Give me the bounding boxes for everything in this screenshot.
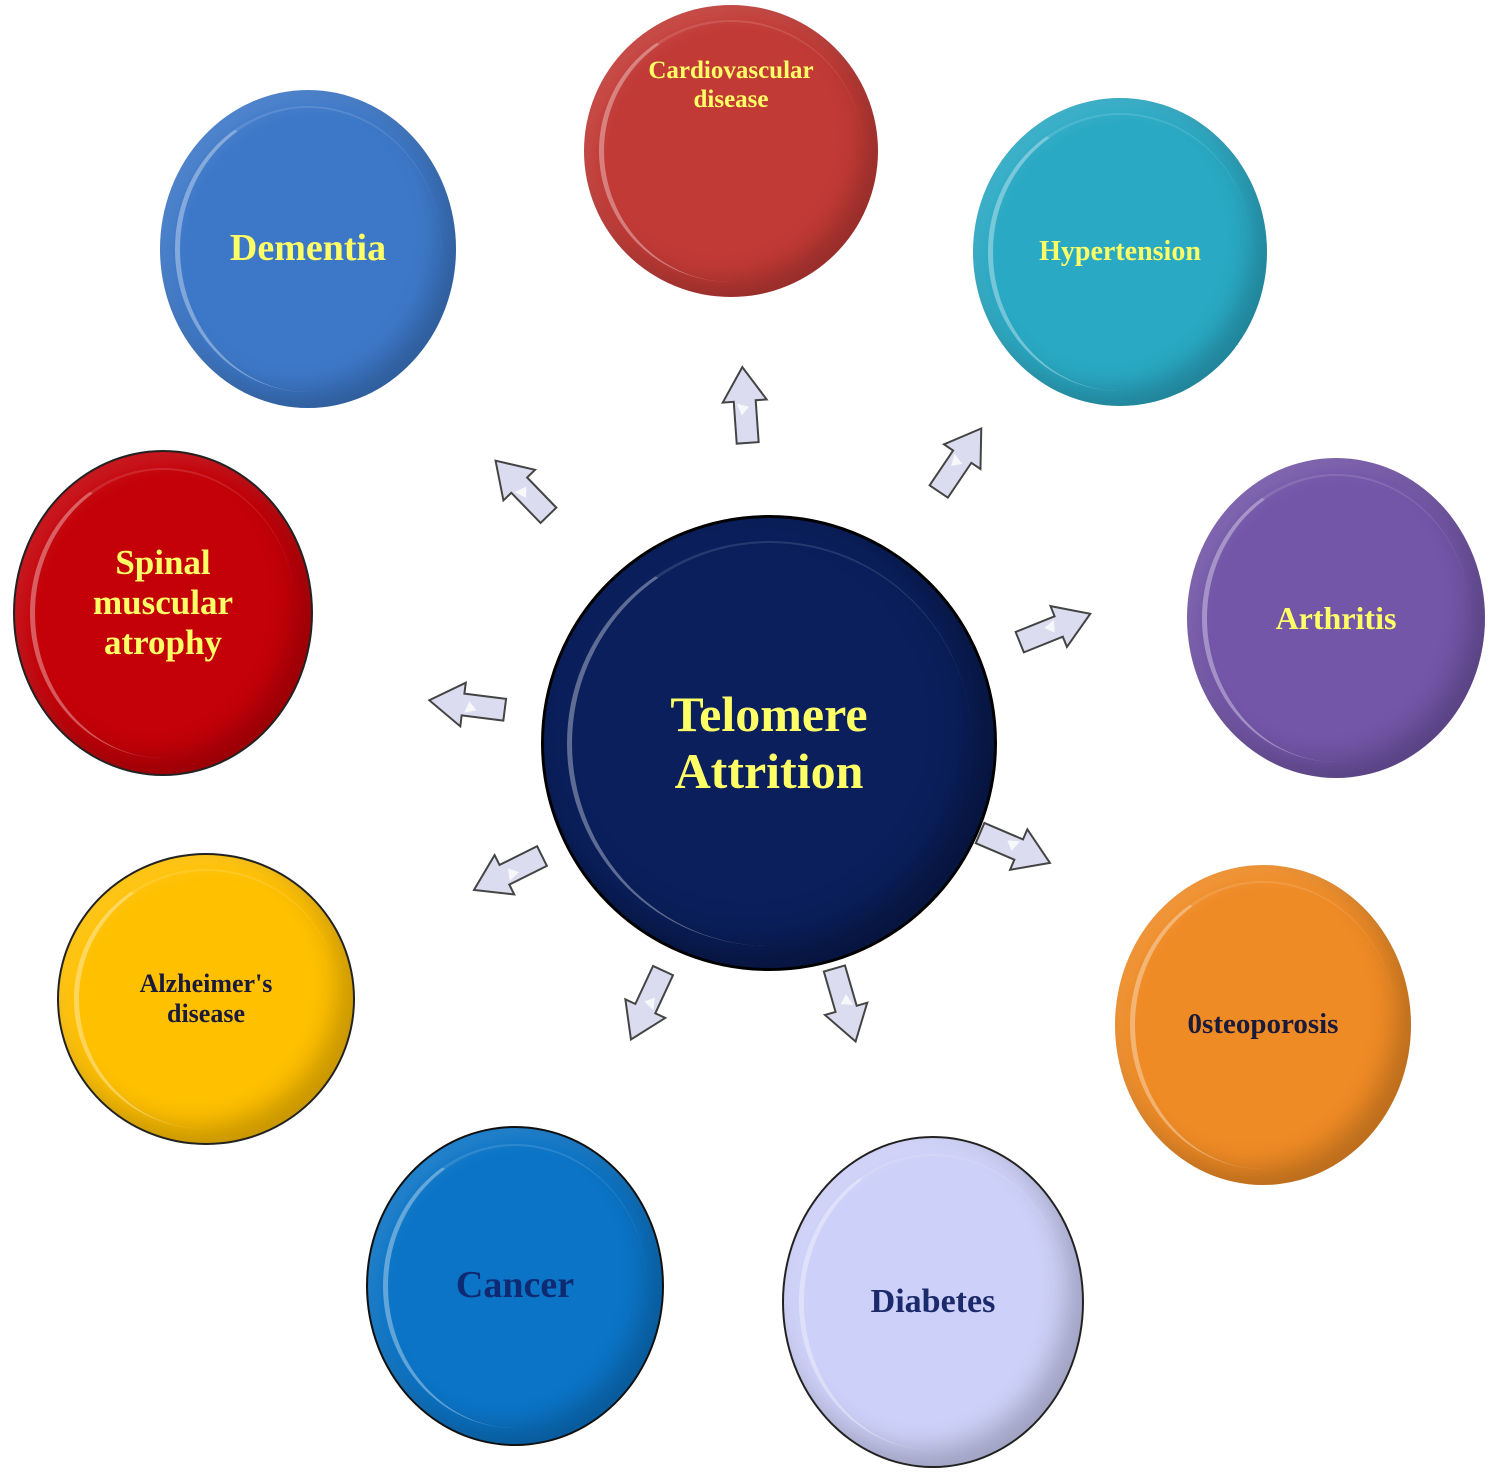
arrow-highlight xyxy=(514,486,527,498)
arrow-shape xyxy=(974,821,1052,872)
arrow-highlight xyxy=(1007,840,1020,851)
node-diabetes-label: Diabetes xyxy=(870,1283,996,1321)
arrow-polygon xyxy=(427,680,508,729)
center-node-telomere-attrition: Telomere Attrition xyxy=(541,515,997,971)
node-dementia-label: Dementia xyxy=(229,227,387,270)
node-dementia: Dementia xyxy=(160,90,456,408)
arrow-highlight xyxy=(840,994,854,1005)
arrow-shape xyxy=(928,426,983,500)
arrow-polygon xyxy=(974,821,1052,872)
arrow-shape xyxy=(822,964,869,1044)
arrow-to-sma xyxy=(424,676,509,734)
arrow-polygon xyxy=(472,844,549,896)
arrow-polygon xyxy=(494,459,558,525)
node-sma-label: Spinal muscular atrophy xyxy=(93,542,233,663)
arrow-polygon xyxy=(721,365,769,445)
arrow-highlight xyxy=(1044,619,1055,633)
node-alzheimers-disease: Alzheimer's disease xyxy=(57,853,355,1145)
arrow-to-alzheimers xyxy=(461,834,554,913)
arrow-shape xyxy=(494,459,558,525)
arrow-polygon xyxy=(1014,604,1092,654)
arrow-shape xyxy=(624,964,675,1042)
arrow-to-arthritis xyxy=(1009,591,1101,665)
arrow-to-cardiovascular xyxy=(718,363,772,446)
node-spinal-muscular-atrophy: Spinal muscular atrophy xyxy=(13,450,313,776)
node-cancer: Cancer xyxy=(366,1126,664,1446)
arrow-shape xyxy=(427,680,508,729)
center-node-label: Telomere Attrition xyxy=(670,685,868,800)
arrow-highlight xyxy=(736,403,750,416)
arrow-highlight xyxy=(951,453,963,467)
arrow-highlight xyxy=(464,701,477,713)
arrow-shape xyxy=(1014,604,1092,654)
node-arthritis-label: Arthritis xyxy=(1275,599,1397,636)
arrow-polygon xyxy=(822,964,869,1044)
arrow-to-hypertension xyxy=(918,413,1003,506)
arrow-highlight xyxy=(508,868,519,882)
arrow-to-dementia xyxy=(477,443,567,534)
node-osteoporosis-label: 0steoporosis xyxy=(1187,1008,1339,1041)
node-diabetes: Diabetes xyxy=(782,1136,1084,1468)
arrow-polygon xyxy=(928,426,983,500)
arrow-to-diabetes xyxy=(811,960,879,1050)
arrow-shape xyxy=(721,365,769,445)
arrow-shape xyxy=(472,844,549,896)
node-cardiovascular-disease: Cardiovascular disease xyxy=(584,5,878,297)
node-arthritis: Arthritis xyxy=(1187,458,1485,778)
node-hypertension-label: Hypertension xyxy=(1039,235,1201,267)
node-osteoporosis: 0steoporosis xyxy=(1115,865,1411,1185)
arrow-polygon xyxy=(624,964,675,1042)
node-cardiovascular-label: Cardiovascular disease xyxy=(648,57,814,113)
node-alzheimers-label: Alzheimer's disease xyxy=(139,969,273,1028)
arrow-to-osteoporosis xyxy=(969,810,1061,886)
arrow-highlight xyxy=(644,997,655,1011)
node-hypertension: Hypertension xyxy=(973,98,1267,406)
arrow-to-cancer xyxy=(608,959,685,1052)
node-cancer-label: Cancer xyxy=(455,1264,575,1307)
